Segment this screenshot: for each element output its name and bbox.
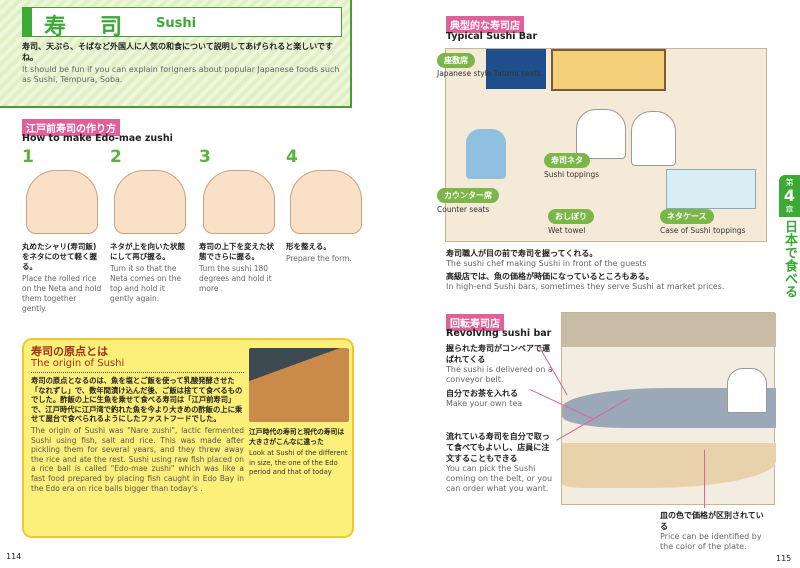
- tag-wet-towel: おしぼり: [548, 209, 594, 224]
- menu-boards: [562, 313, 776, 347]
- step-en: Prepare the form.: [286, 254, 352, 263]
- callout-3-jp: 流れている寿司を自分で取って食べてもよいし、店員に注文することもできる: [446, 432, 550, 463]
- tag-neta-case-en: Case of Sushi toppings: [660, 226, 746, 235]
- chef: [576, 109, 626, 159]
- callout-1-jp: 握られた寿司がコンベアで運ばれてくる: [446, 344, 550, 364]
- chapter-tab: 第 4 章 日本で食べる: [779, 175, 800, 298]
- counter: [562, 443, 776, 488]
- step-number: 4: [286, 147, 298, 167]
- page-number-right: 115: [776, 554, 792, 563]
- step-number: 1: [22, 147, 34, 167]
- step-number: 3: [199, 147, 211, 167]
- origin-title-jp: 寿司の原点とは: [31, 345, 108, 358]
- chapter-suffix: 章: [785, 205, 794, 214]
- typical-label: 典型的な寿司店: [446, 16, 524, 33]
- title-bar: 寿 司 Sushi: [22, 7, 342, 40]
- step-4: 4 形を整える。 Prepare the form.: [286, 147, 366, 264]
- callout-2-jp: 自分でお茶を入れる: [446, 389, 518, 398]
- intro-text: 寿司、天ぷら、そばなど外国人に人気の和食について説明してあげられると楽しいですね…: [22, 41, 347, 85]
- typical-notes: 寿司職人が目の前で寿司を握ってくれる。 The sushi chef makin…: [446, 248, 772, 292]
- howto-label: 江戸前寿司の作り方: [22, 119, 120, 136]
- tag-tatami-seats-en: Japanese style Tatami seats: [437, 69, 542, 78]
- step-1: 1 丸めたシャリ(寿司飯)をネタにのせて軽く握る。 Place the roll…: [22, 147, 102, 314]
- window: [551, 49, 666, 91]
- intro-en: It should be fun if you can explain fori…: [22, 65, 340, 84]
- step-en: Place the rolled rice on the Neta and ho…: [22, 274, 102, 313]
- origin-box: 寿司の原点とは The origin of Sushi 寿司の原点となるのは、魚…: [22, 338, 354, 538]
- origin-body-jp: 寿司の原点となるのは、魚を塩とご飯を使って乳酸発酵させた「なれずし」で、数年間漬…: [31, 376, 243, 424]
- page-title-jp: 寿 司: [44, 15, 129, 40]
- callout-1-en: The sushi is delivered on a conveyor bel…: [446, 365, 553, 384]
- origin-text: 寿司の原点とは The origin of Sushi 寿司の原点となるのは、魚…: [31, 345, 244, 493]
- photo-column: 江戸時代の寿司と現代の寿司は大きさがこんなに違った Look at Sushi …: [249, 348, 349, 478]
- customer: [466, 129, 506, 179]
- photo-caption-en: Look at Sushi of the different in size, …: [249, 449, 348, 476]
- typical-subtitle: Typical Sushi Bar: [446, 31, 538, 42]
- tag-counter-seats-en: Counter seats: [437, 205, 490, 214]
- plate-callout: 皿の色で価格が区別されている Price can be identified b…: [660, 510, 770, 552]
- howto-subtitle: How to make Edo-mae zushi: [22, 133, 173, 144]
- page-number-left: 114: [6, 552, 22, 561]
- tag-sushi-toppings-en: Sushi toppings: [544, 170, 600, 179]
- tag-wet-towel-en: Wet towel: [548, 226, 586, 235]
- chapter-title: 日本で食べる: [782, 220, 797, 298]
- step-3: 3 寿司の上下を変えた状態でさらに握る。 Turn the sushi 180 …: [199, 147, 279, 294]
- step-2: 2 ネタが上を向いた状態にして再び握る。 Turn it so that the…: [110, 147, 190, 304]
- callout-4-jp: 皿の色で価格が区別されている: [660, 511, 764, 531]
- photo-caption-jp: 江戸時代の寿司と現代の寿司は大きさがこんなに違った: [249, 428, 345, 446]
- step-jp: ネタが上を向いた状態にして再び握る。: [110, 242, 185, 261]
- step-en: Turn it so that the Neta comes on the to…: [110, 264, 182, 303]
- note-1-jp: 寿司職人が目の前で寿司を握ってくれる。: [446, 249, 598, 258]
- sushi-photo: [249, 348, 349, 422]
- chapter-badge: 第 4 章: [779, 175, 800, 217]
- step-jp: 形を整える。: [286, 242, 331, 251]
- note-1-en: The sushi chef making Sushi in front of …: [446, 259, 647, 268]
- hand-illustration: [290, 170, 362, 234]
- note-2-jp: 高級店では、魚の価格が時価になっているところもある。: [446, 272, 654, 281]
- revolving-bar-illustration: [561, 312, 776, 505]
- chef: [631, 111, 676, 166]
- callout-2-en: Make your own tea: [446, 399, 523, 408]
- callout-3-en: You can pick the Sushi coming on the bel…: [446, 464, 553, 493]
- step-jp: 丸めたシャリ(寿司飯)をネタにのせて軽く握る。: [22, 242, 97, 271]
- revolving-callouts: 握られた寿司がコンベアで運ばれてくる The sushi is delivere…: [446, 343, 554, 494]
- intro-jp: 寿司、天ぷら、そばなど外国人に人気の和食について説明してあげられると楽しいですね…: [22, 42, 334, 62]
- step-number: 2: [110, 147, 122, 167]
- tag-sushi-toppings: 寿司ネタ: [544, 153, 590, 168]
- origin-title-en: The origin of Sushi: [31, 358, 244, 373]
- hand-illustration: [203, 170, 275, 234]
- tag-tatami-seats: 座敷席: [437, 53, 475, 68]
- callout-line: [704, 450, 705, 508]
- step-jp: 寿司の上下を変えた状態でさらに握る。: [199, 242, 274, 261]
- chapter-prefix: 第: [785, 178, 794, 187]
- tag-neta-case: ネタケース: [660, 209, 714, 224]
- neta-case: [666, 169, 756, 209]
- revolving-label: 回転寿司店: [446, 314, 504, 331]
- chapter-number: 4: [783, 186, 796, 205]
- step-en: Turn the sushi 180 degrees and hold it m…: [199, 264, 272, 293]
- revolving-subtitle: Revolving sushi bar: [446, 328, 552, 339]
- chef: [727, 368, 767, 413]
- tag-counter-seats: カウンター席: [437, 188, 499, 203]
- intro-panel: 寿 司 Sushi 寿司、天ぷら、そばなど外国人に人気の和食について説明してあげ…: [0, 0, 352, 108]
- origin-body-en: The origin of Sushi was "Nare zushi", la…: [31, 425, 244, 493]
- hand-illustration: [26, 170, 98, 234]
- note-2-en: In high-end Sushi bars, sometimes they s…: [446, 282, 725, 291]
- noren-curtain: [486, 49, 546, 89]
- sushi-bar-illustration: [445, 48, 767, 242]
- hand-illustration: [114, 170, 186, 234]
- callout-4-en: Price can be identified by the color of …: [660, 532, 762, 551]
- page-title-en: Sushi: [156, 16, 197, 31]
